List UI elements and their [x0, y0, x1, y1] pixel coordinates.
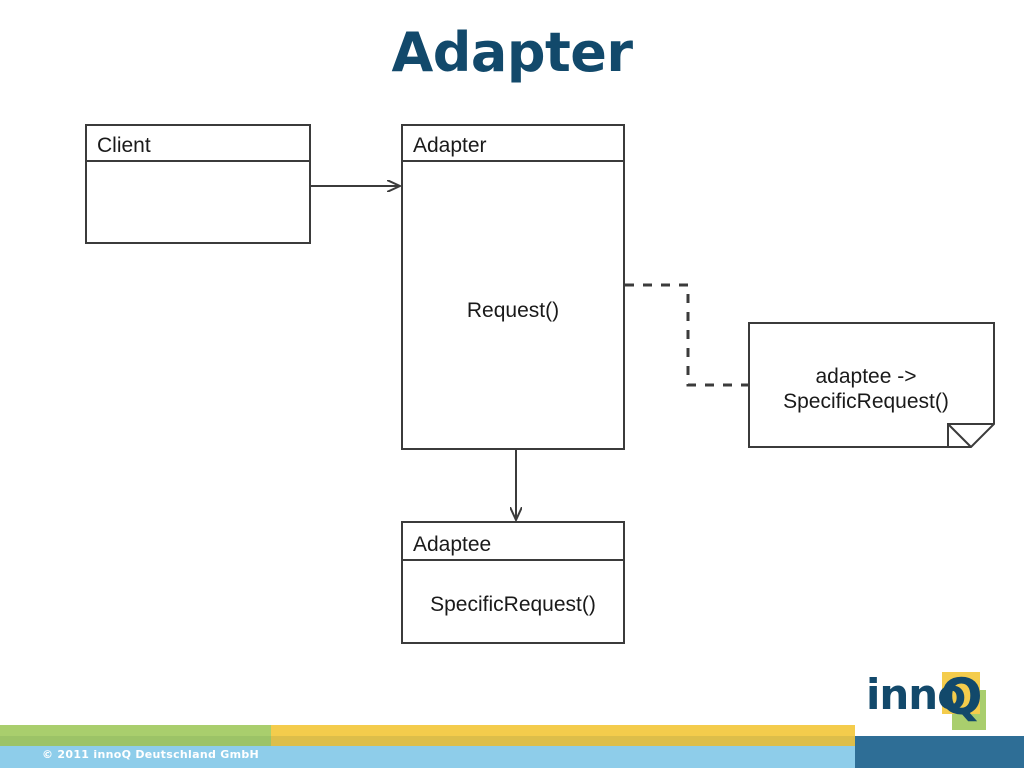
footer-band-yellow: [271, 725, 855, 736]
logo-yellow-square: [942, 672, 980, 714]
note-line-2: SpecificRequest(): [783, 390, 949, 413]
innoq-logo: inno Q: [866, 672, 1006, 738]
uml-class-diagram: Client Adapter Request() Adaptee Specifi…: [85, 0, 995, 700]
connector-adapter-to-note: [625, 283, 748, 387]
note-shape: [748, 322, 995, 448]
footer-band-green: [0, 725, 271, 736]
footer-band-light-blue: [0, 746, 855, 768]
logo-wordmark: inno: [866, 670, 966, 719]
uml-class-adapter[interactable]: Adapter Request(): [401, 124, 625, 450]
footer-band-dark-blue: [855, 736, 1024, 768]
class-divider: [87, 160, 309, 162]
copyright-text: © 2011 innoQ Deutschland GmbH: [42, 748, 260, 761]
page-title: Adapter: [391, 21, 633, 84]
uml-note-adapter[interactable]: adaptee -> SpecificRequest(): [748, 364, 984, 414]
uml-class-adaptee[interactable]: Adaptee SpecificRequest(): [401, 521, 625, 644]
uml-member-request: Request(): [466, 299, 560, 322]
note-line-1: adaptee ->: [815, 365, 917, 388]
uml-class-name-client: Client: [97, 134, 151, 157]
class-divider: [403, 160, 623, 162]
footer-band-yellow-dark: [271, 736, 855, 746]
logo-letter-q: Q: [940, 668, 983, 726]
uml-class-name-adaptee: Adaptee: [413, 533, 492, 556]
slide-footer: © 2011 innoQ Deutschland GmbH: [0, 678, 1024, 768]
uml-member-specific-request: SpecificRequest(): [430, 593, 596, 616]
uml-class-client[interactable]: Client: [85, 124, 311, 244]
footer-band-green-dark: [0, 736, 271, 746]
diagram-canvas: [311, 0, 995, 700]
uml-class-name-adapter: Adapter: [413, 134, 487, 157]
class-divider: [403, 559, 623, 561]
